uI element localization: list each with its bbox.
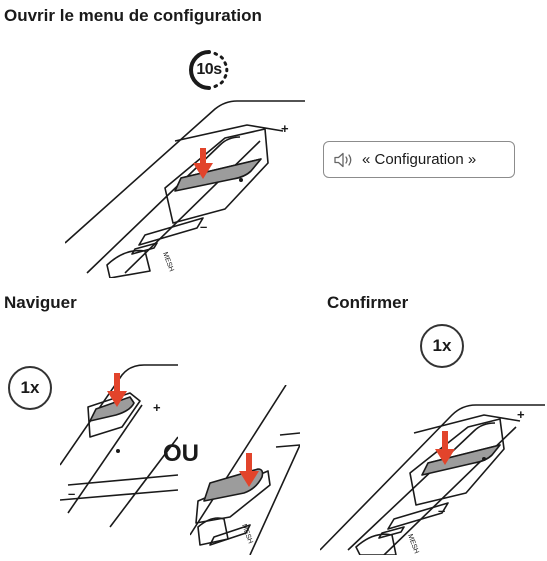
confirm-heading: Confirmer <box>327 293 409 312</box>
brand-mark: MESH <box>161 251 174 272</box>
navigate-press-count-badge: 1x <box>8 366 52 410</box>
brand-mark: MESH <box>406 533 419 554</box>
or-separator: OU <box>163 440 199 467</box>
remote-illustration-confirm: + – MESH <box>320 375 545 555</box>
navigate-heading: Naviguer <box>4 293 77 312</box>
plus-mark: + <box>153 400 161 415</box>
plus-mark: + <box>517 407 525 422</box>
remote-illustration-hold: + – MESH <box>65 93 310 278</box>
hold-timer-icon: 10s <box>185 46 233 94</box>
minus-mark: – <box>68 486 75 501</box>
timer-label: 10s <box>196 61 222 78</box>
page-title: Ouvrir le menu de configuration <box>4 6 262 25</box>
confirm-press-count-badge: 1x <box>420 324 464 368</box>
remote-illustration-navigate-bottom: MESH <box>190 385 300 555</box>
minus-mark: – <box>438 503 445 518</box>
voice-prompt-text: « Configuration » <box>362 151 477 168</box>
plus-mark: + <box>281 121 289 136</box>
minus-mark: – <box>200 219 207 234</box>
remote-illustration-navigate-top: + – <box>60 355 178 530</box>
voice-prompt-box: « Configuration » <box>323 141 515 178</box>
speaker-icon <box>334 152 352 167</box>
